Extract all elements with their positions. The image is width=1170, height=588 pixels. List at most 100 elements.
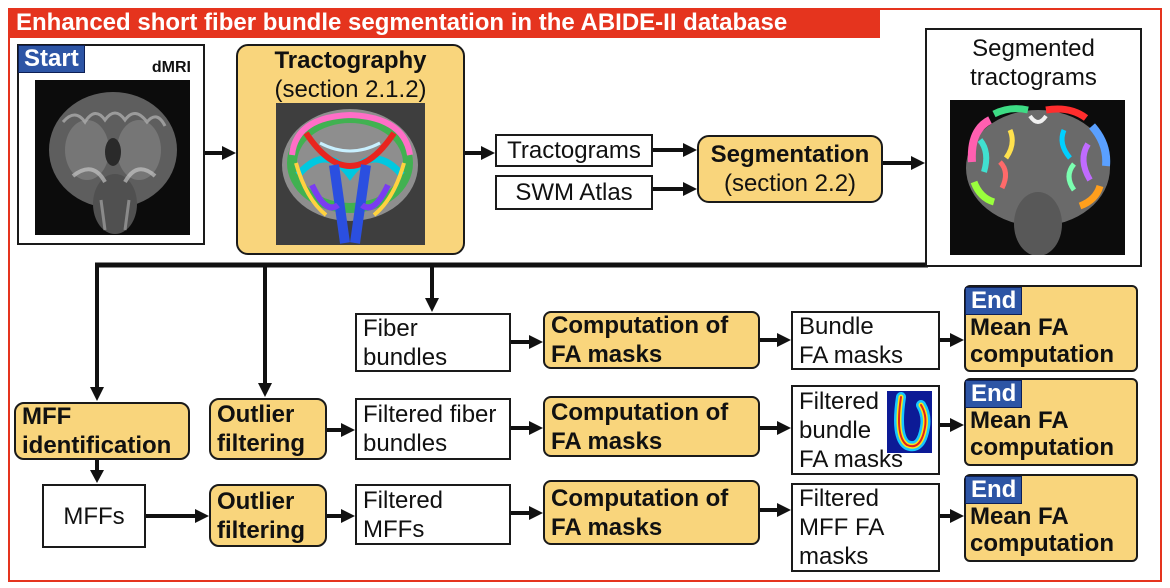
arrow-head — [195, 509, 209, 523]
arrow-head — [683, 143, 697, 157]
arrow-start-to-tractography — [205, 146, 236, 160]
arrow-head — [911, 156, 925, 170]
filtered-bundles-line-1: Filtered fiber — [363, 401, 497, 428]
row1-end-text: Mean FA computation — [970, 314, 1114, 368]
seg-bundle-orange — [1078, 184, 1104, 210]
row2-end-text: Mean FA computation — [970, 407, 1114, 461]
tractography-step: Tractography (section 2.1.2) — [236, 44, 465, 255]
arrow-head — [529, 421, 543, 435]
segmented-line-2: tractograms — [970, 64, 1097, 91]
seg-bundle-violet — [1080, 142, 1093, 182]
mff-identification-line-1: MFF — [22, 403, 72, 430]
dmri-label: dMRI — [151, 59, 191, 76]
arrow-row1-masks-to-end — [940, 333, 964, 347]
segmentation-section: (section 2.2) — [723, 170, 857, 197]
segmented-image — [950, 100, 1125, 255]
arrow-atlas-to-segmentation — [653, 182, 697, 196]
seg-bundle-blue — [1088, 123, 1111, 167]
segmented-tractograms-box: Segmented tractograms — [925, 28, 1142, 267]
tract-light-fibers — [319, 141, 381, 153]
row3-computation-line-2: FA masks — [551, 513, 663, 541]
seg-bundle-coral — [998, 160, 1008, 190]
tract-yellow-fibers — [294, 162, 406, 217]
tract-red-fibers — [303, 131, 397, 169]
arrow-head — [950, 418, 964, 432]
dmri-image — [35, 80, 190, 235]
row1-computation-line-2: FA masks — [551, 341, 663, 368]
arrow-head — [529, 335, 543, 349]
arrow-mff-identification-to-mffs — [90, 460, 104, 483]
row1-end-mean-fa: End Mean FA computation — [964, 285, 1138, 372]
arrow-row2-computation-to-masks — [760, 421, 791, 435]
arrow-row2-masks-to-end — [940, 418, 964, 432]
arrow-head — [481, 146, 495, 160]
row2-outlier-line-2: filtering — [217, 430, 305, 457]
segmented-text: Segmented tractograms — [927, 34, 1140, 92]
filtered-mffs-line-1: Filtered — [363, 486, 444, 514]
row2-computation-line-2: FA masks — [551, 427, 663, 455]
row3-outlier-line-2: filtering — [217, 516, 305, 544]
filtered-mffs-box: Filtered MFFs — [355, 484, 511, 545]
arrow-head — [90, 470, 104, 483]
swm-atlas-box: SWM Atlas — [495, 175, 653, 210]
fiber-bundles-line-1: Fiber — [363, 314, 418, 342]
filtered-bundles-line-2: bundles — [363, 430, 448, 457]
filtered-bundle-masks-line-1: Filtered — [799, 387, 880, 415]
fiber-bundles-box: Fiber bundles — [355, 313, 511, 372]
arrow-head — [222, 146, 236, 160]
mff-identification-step: MFF identification — [14, 402, 190, 460]
seg-bundle-red — [1045, 105, 1089, 121]
seg-bundle-mint — [1066, 162, 1077, 192]
arrow-head — [683, 182, 697, 196]
arrow-row3-outlier-to-filtered-mffs — [327, 509, 355, 523]
arrow-head — [950, 509, 964, 523]
arrow-row3-mffs-to-outlier — [146, 509, 209, 523]
row3-end-line-1: Mean FA — [970, 503, 1069, 530]
row3-end-badge: End — [965, 476, 1023, 504]
tractography-section: (section 2.1.2) — [274, 76, 427, 103]
arrow-head — [777, 503, 791, 517]
tract-purple-fibers — [309, 183, 391, 211]
arrow-head — [425, 298, 439, 312]
filtered-fiber-bundles-box: Filtered fiber bundles — [355, 398, 511, 460]
arrow-row1-computation-to-masks — [760, 333, 791, 347]
filtered-bundle-masks-line-2: bundle — [799, 416, 872, 444]
row1-computation-line-1: Computation of — [551, 312, 729, 339]
seg-bundle-pink — [967, 116, 993, 163]
fa-mask-core — [898, 396, 927, 448]
arrow-row3-masks-to-end — [940, 509, 964, 523]
dmri-bright-streak — [71, 167, 157, 184]
filtered-mff-masks-line-1: Filtered — [799, 485, 880, 512]
row3-computation-fa-masks: Computation of FA masks — [543, 480, 760, 545]
seg-bundle-teal — [977, 138, 990, 173]
tractography-title: Tractography — [274, 47, 427, 74]
arrow-head — [90, 387, 104, 401]
mffs-box: MFFs — [42, 484, 146, 548]
row3-outlier-filtering-step: Outlier filtering — [209, 484, 327, 547]
arrow-row2-bundles-to-computation — [511, 421, 543, 435]
row1-computation-fa-masks: Computation of FA masks — [543, 311, 760, 369]
row2-end-mean-fa: End Mean FA computation — [964, 378, 1138, 466]
fiber-bundles-line-2: bundles — [363, 343, 448, 371]
tractography-image — [276, 103, 425, 245]
tract-blue-fibers — [329, 164, 371, 244]
diagram-title: Enhanced short fiber bundle segmentation… — [8, 8, 880, 38]
fa-mask-thumbnail — [887, 391, 932, 453]
row1-end-line-2: computation — [970, 341, 1114, 368]
filtered-mffs-line-2: MFFs — [363, 515, 425, 543]
seg-brain — [966, 110, 1110, 226]
bundle-fa-masks-box: Bundle FA masks — [791, 311, 940, 370]
seg-bundle-lime — [970, 180, 996, 206]
arrow-head — [777, 421, 791, 435]
row3-end-line-2: computation — [970, 530, 1114, 557]
filtered-bundle-masks-line-3: FA masks — [799, 445, 904, 473]
arrow-head — [258, 383, 272, 397]
arrow-down-to-outlier-filtering — [258, 265, 272, 397]
row2-computation-line-1: Computation of — [551, 398, 729, 426]
arrow-head — [341, 509, 355, 523]
arrow-segmentation-to-segmented — [883, 156, 925, 170]
start-badge: Start — [18, 45, 85, 73]
dmri-ventricle — [105, 138, 121, 166]
